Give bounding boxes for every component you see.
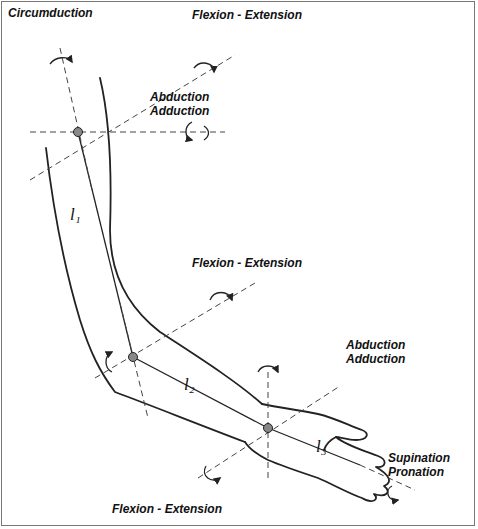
motion-label: Flexion - Extension (192, 256, 302, 270)
link-length: l₂ (184, 378, 195, 392)
motion-label: Circumduction (8, 6, 93, 20)
motion-label: Supination Pronation (388, 451, 472, 479)
motion-label: Abduction Adduction (150, 90, 230, 118)
link-length: l₃ (316, 440, 327, 454)
motion-label: Abduction Adduction (346, 338, 426, 366)
link-length: l₁ (70, 208, 81, 222)
motion-label: Flexion - Extension (112, 502, 222, 516)
motion-label: Flexion - Extension (192, 8, 302, 22)
